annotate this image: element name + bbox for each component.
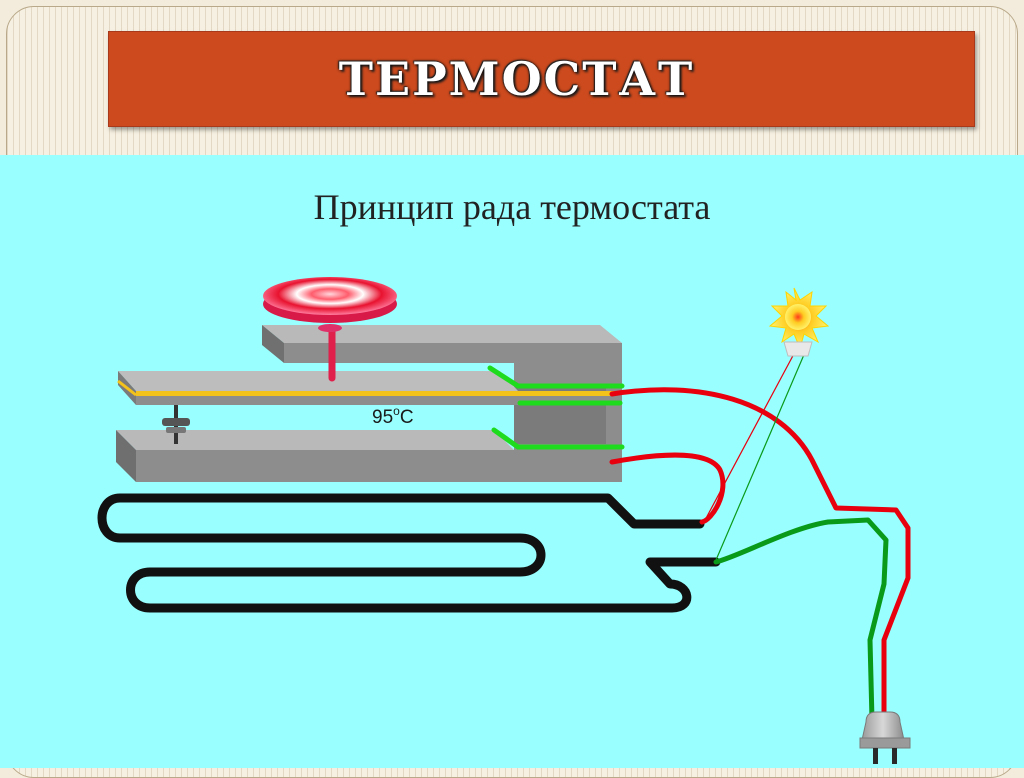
slide-title: ТЕРМОСТАТ — [338, 52, 695, 106]
indicator-lamp — [768, 287, 830, 357]
diagram-subtitle: Принцип рада термостата — [313, 187, 711, 227]
adjusting-screw — [162, 405, 190, 444]
power-plug — [859, 711, 911, 764]
heater-coil — [97, 493, 721, 613]
bimetal-strip — [117, 371, 616, 405]
adjustment-dial — [263, 277, 397, 382]
red-wire — [609, 387, 911, 723]
lamp-leads — [703, 349, 807, 561]
green-wire — [713, 517, 889, 723]
title-banner: ТЕРМОСТАТ — [108, 31, 975, 127]
contact-springs — [487, 365, 625, 450]
temperature-label: 95oC — [372, 404, 414, 428]
